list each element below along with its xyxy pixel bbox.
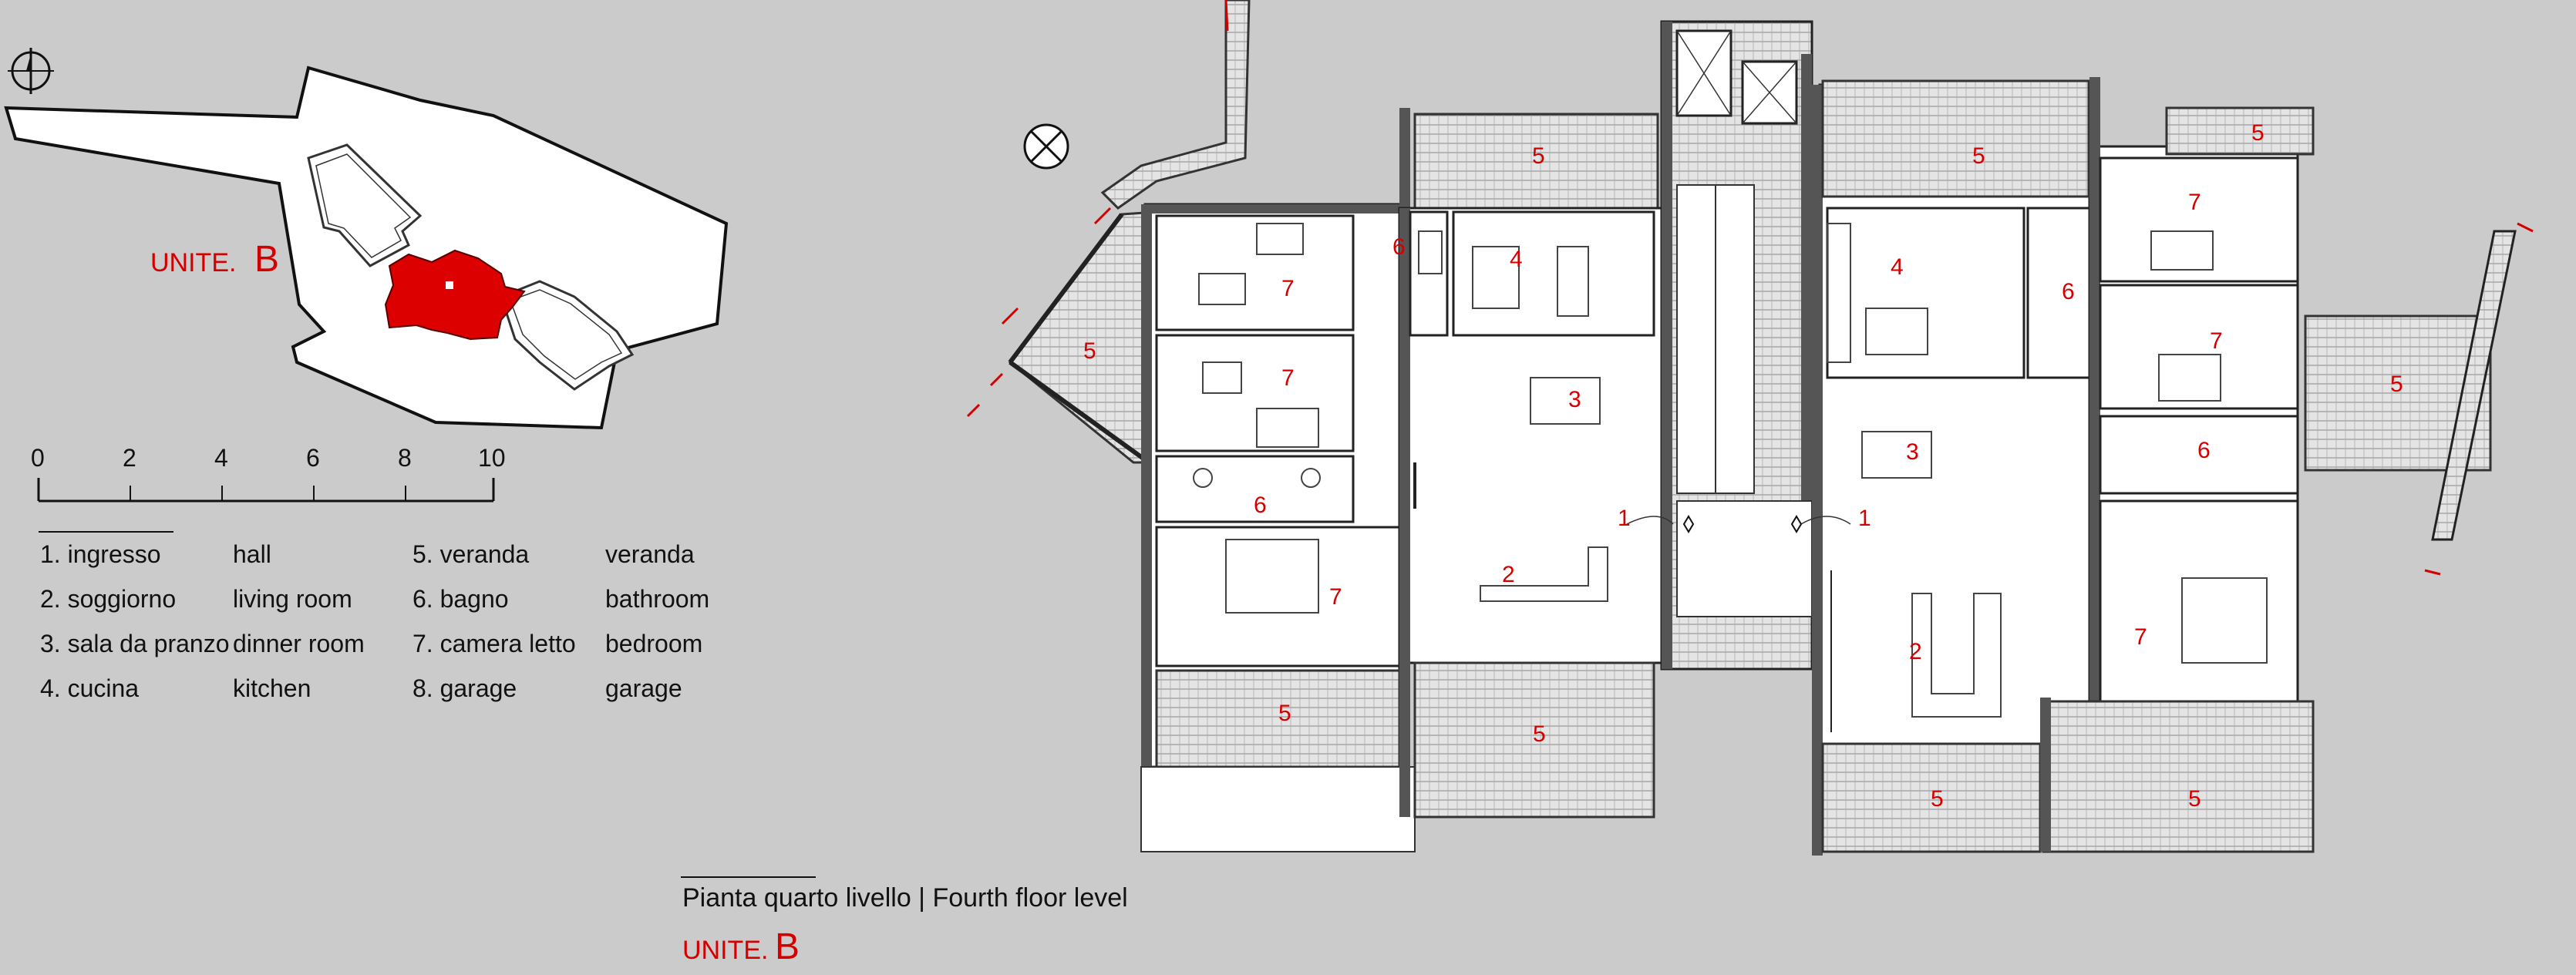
legend-item-it: 7. camera letto	[412, 630, 576, 657]
room-number: 5	[2251, 120, 2265, 146]
key-plan-unit-label: UNITE.	[150, 248, 236, 277]
stair-core	[1660, 20, 1813, 671]
veranda-se	[2042, 700, 2315, 853]
caption-title: Pianta quarto livello | Fourth floor lev…	[682, 883, 1128, 913]
entrance-doors	[1626, 515, 1851, 533]
room-number: 7	[2188, 190, 2201, 215]
sofa-east	[1911, 593, 2002, 718]
room-number: 2	[1502, 562, 1515, 587]
bedroom-nw	[1155, 214, 1355, 331]
veranda-north-east	[1821, 79, 2090, 198]
caption-unit-letter: B	[775, 926, 800, 967]
legend-item-it: 5. veranda	[412, 540, 529, 568]
room-number: 6	[1392, 234, 1406, 260]
scale-bar: 0 2 4 6 8 10	[31, 444, 506, 503]
key-plan-unit-letter: B	[254, 239, 279, 280]
east-wing	[2040, 77, 2534, 853]
veranda-south-west	[1413, 661, 1655, 819]
room-number: 7	[1281, 365, 1295, 391]
room-number: 5	[1532, 143, 1545, 169]
room-number: 6	[2062, 279, 2075, 304]
veranda-west-diagonal	[966, 210, 1158, 465]
unit-b-highlight	[384, 249, 526, 341]
legend-item-it: 8. garage	[412, 674, 517, 702]
bedroom-se	[2099, 499, 2299, 703]
key-plan: UNITE. B	[4, 48, 729, 430]
room-number: 5	[2188, 786, 2201, 812]
room-number: 7	[2134, 624, 2147, 650]
legend-item-en: living room	[233, 585, 352, 613]
room-number: 4	[1510, 247, 1523, 272]
scale-tick-label: 2	[123, 444, 136, 472]
living-block-west	[1398, 207, 1667, 817]
room-number: 6	[2197, 438, 2211, 463]
bathroom-east-small	[2026, 207, 2091, 379]
legend-item-it: 3. sala da pranzo	[40, 630, 230, 657]
scale-tick-label: 4	[214, 444, 228, 472]
veranda-north-west	[1399, 108, 1659, 210]
caption-unit-label: UNITE.	[682, 936, 768, 965]
legend-item-it: 2. soggiorno	[40, 585, 176, 613]
room-number: 3	[1906, 439, 1919, 465]
room-number: 5	[1083, 338, 1096, 364]
living-block-east	[1812, 79, 2091, 856]
room-number: 4	[1891, 254, 1904, 280]
room-labels: 1 1 2 2 3 3 4 4 5 5 5 5 5 5 5 5 5 6 6 6 …	[1083, 120, 2403, 812]
dining-table-west	[1530, 377, 1601, 425]
kitchen-west	[1452, 210, 1655, 337]
bathroom-w	[1155, 455, 1355, 523]
kitchen-east	[1826, 207, 2025, 379]
room-number: 7	[1281, 276, 1295, 301]
veranda-ne-small	[2165, 106, 2315, 156]
room-number: 5	[1278, 701, 1291, 726]
legend-item-en: veranda	[605, 540, 695, 568]
bedroom-ne	[2099, 156, 2299, 283]
west-retaining-wall	[1001, 0, 1251, 325]
north-arrow-icon	[8, 48, 54, 94]
floor-plan: 1 1 2 2 3 3 4 4 5 5 5 5 5 5 5 5 5 6 6 6 …	[966, 0, 2534, 856]
scale-tick-label: 0	[31, 444, 45, 472]
legend-item-en: bathroom	[605, 585, 709, 613]
scale-tick-label: 6	[306, 444, 320, 472]
neighbor-building-west	[307, 143, 423, 267]
legend-item-en: bedroom	[605, 630, 702, 657]
bedroom-w	[1155, 334, 1355, 452]
legend-item-it: 6. bagno	[412, 585, 509, 613]
room-legend: 1. ingresso hall 2. soggiorno living roo…	[39, 531, 709, 702]
west-wing	[1140, 203, 1416, 852]
legend-item-en: hall	[233, 540, 271, 568]
bedroom-e	[2099, 284, 2299, 410]
legend-item-en: garage	[605, 674, 682, 702]
room-number: 7	[1329, 584, 1342, 610]
dining-table-east	[1861, 431, 1932, 479]
scale-tick-label: 8	[398, 444, 412, 472]
legend-item-it: 1. ingresso	[40, 540, 161, 568]
room-number: 5	[1533, 721, 1546, 747]
room-number: 7	[2210, 328, 2223, 354]
room-number: 1	[1618, 506, 1631, 531]
legend-item-it: 4. cucina	[40, 674, 139, 702]
plan-caption: Pianta quarto livello | Fourth floor lev…	[681, 876, 1128, 967]
room-number: 2	[1909, 639, 1922, 664]
room-number: 5	[1931, 786, 1944, 812]
legend-item-en: dinner room	[233, 630, 365, 657]
room-number: 1	[1858, 506, 1871, 531]
room-number: 6	[1254, 493, 1267, 518]
room-number: 5	[1972, 143, 1985, 169]
neighbor-building-east	[500, 280, 635, 391]
compass-icon	[1023, 123, 1069, 170]
bedroom-sw	[1155, 526, 1401, 667]
sofa-west	[1480, 546, 1608, 602]
scale-tick-label: 10	[478, 444, 506, 472]
room-number: 3	[1568, 387, 1581, 412]
room-number: 5	[2390, 372, 2403, 397]
legend-item-en: kitchen	[233, 674, 311, 702]
bathroom-e	[2099, 415, 2299, 495]
